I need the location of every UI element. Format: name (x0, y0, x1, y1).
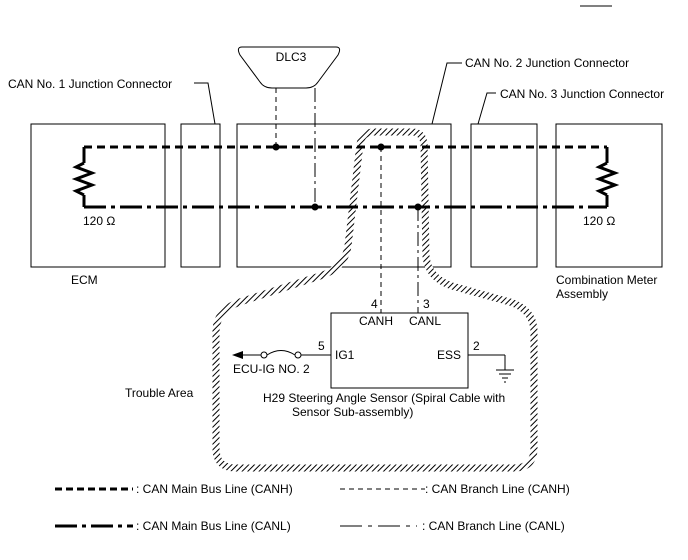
sensor-label-line2: Sensor Sub-assembly) (292, 405, 413, 419)
dlc3-connector: DLC3 (237, 46, 341, 89)
legend: : CAN Main Bus Line (CANH) : CAN Branch … (55, 482, 570, 533)
arrow-left-icon (232, 351, 243, 359)
resistor-right-label: 120 Ω (583, 214, 615, 228)
pin-canh-label: CANH (359, 314, 393, 328)
pin-canl-number: 3 (423, 297, 430, 311)
meter-label-line1: Combination Meter (556, 273, 657, 287)
junction3-box (470, 123, 538, 268)
legend-main-canh: : CAN Main Bus Line (CANH) (136, 482, 293, 496)
trouble-area-label: Trouble Area (125, 386, 194, 400)
fuse-label: ECU-IG NO. 2 (233, 362, 310, 376)
legend-main-canl: : CAN Main Bus Line (CANL) (136, 519, 291, 533)
sensor-label-line1: H29 Steering Angle Sensor (Spiral Cable … (263, 391, 505, 405)
pin-canh-number: 4 (371, 297, 378, 311)
resistor-right (594, 147, 620, 207)
junction1-leader (194, 82, 216, 125)
junction-dot (272, 143, 280, 151)
pin-ess-number: 2 (473, 339, 480, 353)
pin-ig1-number: 5 (318, 339, 325, 353)
junction-dot (377, 143, 385, 151)
junction3-leader (477, 92, 496, 125)
junction1-label: CAN No. 1 Junction Connector (8, 77, 172, 91)
resistor-left (71, 147, 97, 207)
meter-box (555, 123, 663, 268)
pin-ig1-label: IG1 (335, 348, 355, 362)
junction-dot (414, 203, 422, 211)
fuse-icon (243, 350, 331, 359)
junction1-box (180, 123, 221, 268)
junction2-box (236, 123, 452, 268)
dlc3-label: DLC3 (276, 50, 307, 64)
ground-icon (468, 354, 514, 383)
legend-branch-canl: : CAN Branch Line (CANL) (422, 519, 565, 533)
junction2-label: CAN No. 2 Junction Connector (465, 56, 629, 70)
pin-ess-label: ESS (437, 348, 461, 362)
ecm-label: ECM (71, 273, 98, 287)
junction2-leader (431, 62, 462, 125)
junction3-label: CAN No. 3 Junction Connector (500, 87, 664, 101)
pin-canl-label: CANL (409, 314, 441, 328)
meter-label-line2: Assembly (556, 287, 608, 301)
legend-branch-canh: : CAN Branch Line (CANH) (425, 482, 570, 496)
ecm-box (30, 123, 166, 268)
trouble-area-boundary (212, 128, 538, 472)
junction-dot (311, 203, 319, 211)
resistor-left-label: 120 Ω (83, 214, 115, 228)
steering-angle-sensor-box (330, 312, 469, 389)
